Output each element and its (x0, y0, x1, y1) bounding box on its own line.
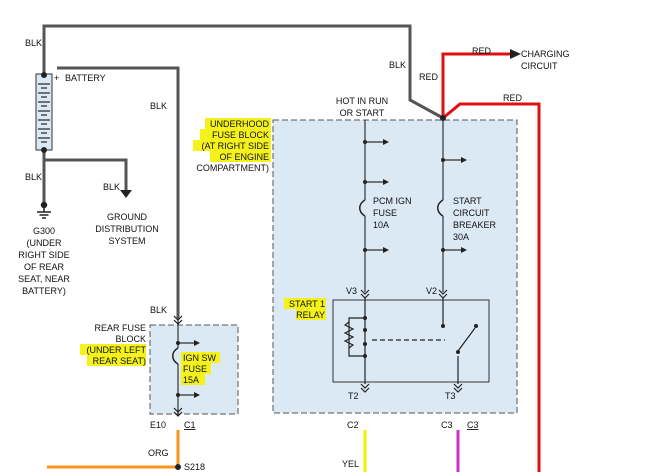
tap-arrowheads (194, 139, 467, 398)
relay-line1: START 1 (289, 299, 325, 309)
pcm-ign-fuse-symbol (359, 199, 366, 217)
highlight-fuseblock (200, 129, 271, 140)
red-junction-dot (440, 115, 446, 121)
pin-v3: V3 (346, 286, 357, 296)
pin-c1: C1 (184, 420, 196, 430)
highlight-ign1 (181, 352, 220, 363)
ground-distribution-line3: SYSTEM (108, 236, 145, 246)
wire-label-blk-top: BLK (25, 38, 42, 48)
highlight-rear2 (87, 355, 146, 366)
g300-line1: G300 (33, 226, 55, 236)
rear-fuse-line2: BLOCK (115, 334, 146, 344)
ign-fuse-line2: FUSE (183, 364, 207, 374)
g300-line3: RIGHT SIDE (18, 250, 69, 260)
pin-t2: T2 (348, 391, 359, 401)
highlight-relay2 (296, 309, 326, 320)
underhood-line5: COMPARTMENT) (196, 163, 269, 173)
g300-line4: OF REAR (24, 262, 65, 272)
underhood-line4: OF ENGINE (219, 152, 269, 162)
wire-label-blk-battery-bottom: BLK (25, 172, 42, 182)
battery-plus: + (54, 73, 59, 83)
underhood-line1: UNDERHOOD (210, 119, 270, 129)
pin-t3: T3 (445, 391, 456, 401)
pin-c2: C2 (347, 420, 359, 430)
ign-fuse-line3: 15A (183, 375, 199, 385)
pcm-fuse-line2: FUSE (373, 208, 397, 218)
wire-label-blk-rear-fuse: BLK (150, 305, 167, 315)
wire-blk-top (42, 24, 444, 120)
splice-s218: S218 (184, 462, 205, 472)
g300-line6: BATTERY) (22, 286, 66, 296)
charging-circuit-line1: CHARGING (521, 49, 570, 59)
pin-c3-left: C3 (441, 420, 453, 430)
start-breaker-line4: 30A (453, 232, 469, 242)
hot-label-line2: OR START (340, 108, 385, 118)
wire-label-blk-battery-right: BLK (150, 101, 167, 111)
relay-dots (363, 316, 478, 358)
relay-internals (343, 298, 476, 384)
pcm-fuse-line1: PCM IGN (373, 196, 412, 206)
connector-chevrons (173, 289, 463, 417)
wire-label-red-right: RED (503, 93, 523, 103)
wire-blk-rear-fuse (57, 66, 180, 318)
g300-line5: SEAT, NEAR (18, 274, 70, 284)
wire-red-charging (441, 52, 512, 118)
rear-fuse-line4: REAR SEAT) (93, 356, 146, 366)
ign-fuse-line1: IGN SW (183, 353, 217, 363)
pcm-fuse-line3: 10A (373, 220, 389, 230)
highlight-ign2 (181, 363, 211, 374)
start-breaker-line2: CIRCUIT (453, 208, 490, 218)
underhood-line2: FUSE BLOCK (212, 130, 269, 140)
start-breaker-line3: BREAKER (453, 220, 497, 230)
start-relay-box (332, 299, 490, 383)
rear-fuse-line1: REAR FUSE (94, 323, 146, 333)
hot-label-line1: HOT IN RUN (336, 96, 388, 106)
ground-distribution-line2: DISTRIBUTION (95, 224, 159, 234)
ground-g300-symbol (37, 201, 51, 219)
charging-arrow (510, 49, 521, 59)
g300-line2: (UNDER (27, 238, 62, 248)
black-wires (42, 24, 444, 318)
highlight-atright (193, 140, 271, 151)
internal-wires (177, 120, 463, 415)
pin-e10: E10 (150, 420, 166, 430)
start-breaker-symbol (437, 199, 444, 217)
highlight-underhood (205, 118, 271, 129)
battery-symbol (35, 72, 53, 153)
underhood-line3: (AT RIGHT SIDE (201, 141, 269, 151)
relay-line2: RELAY (296, 310, 325, 320)
wire-label-yel: YEL (342, 459, 359, 469)
wire-label-blk-ground: BLK (103, 182, 120, 192)
start-breaker-line1: START (453, 196, 482, 206)
pin-v2: V2 (426, 286, 437, 296)
highlight-relay1 (284, 298, 326, 309)
pin-c3-right: C3 (467, 420, 479, 430)
wire-label-red-charging: RED (472, 46, 492, 56)
highlight-ofengine (210, 151, 271, 162)
wire-label-org: ORG (148, 448, 169, 458)
rear-fuse-line3: (UNDER LEFT (86, 345, 146, 355)
splice-s218-dot (175, 464, 181, 470)
red-wires (441, 52, 541, 472)
ign-sw-fuse-symbol (172, 347, 179, 365)
wire-label-red-junction: RED (419, 72, 439, 82)
battery-label: BATTERY (65, 73, 106, 83)
ground-distribution-line1: GROUND (107, 212, 147, 222)
wire-blk-ground-dist (44, 158, 128, 190)
charging-circuit-line2: CIRCUIT (521, 61, 558, 71)
wire-red-right (442, 102, 541, 472)
highlight-ign3 (181, 374, 205, 385)
junction-dots (176, 140, 445, 397)
wire-label-blk-underhood: BLK (389, 60, 406, 70)
ground-distribution-arrow (120, 190, 132, 198)
highlight-rear1 (80, 344, 146, 355)
